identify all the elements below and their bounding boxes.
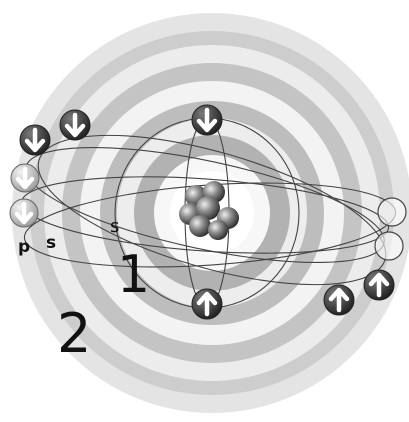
- shell-label-1: 1: [117, 245, 150, 305]
- electron-spin-down-icon: [10, 199, 38, 227]
- subshell-label-s-outer: s: [46, 233, 56, 253]
- electron-spin-up-icon: [192, 289, 222, 319]
- empty-orbital-icon: [375, 232, 403, 260]
- subshell-label-p: p: [18, 237, 30, 257]
- shell-label-2: 2: [57, 302, 91, 365]
- electron-spin-down-icon: [192, 105, 222, 135]
- empty-orbital-icon: [378, 198, 406, 226]
- electron-spin-down-icon: [60, 110, 90, 140]
- subshell-label-s-inner: s: [110, 216, 119, 237]
- electron-spin-down-icon: [11, 164, 39, 192]
- electron-spin-down-icon: [20, 125, 50, 155]
- electron-spin-up-icon: [324, 285, 354, 315]
- electron-spin-up-icon: [364, 270, 394, 300]
